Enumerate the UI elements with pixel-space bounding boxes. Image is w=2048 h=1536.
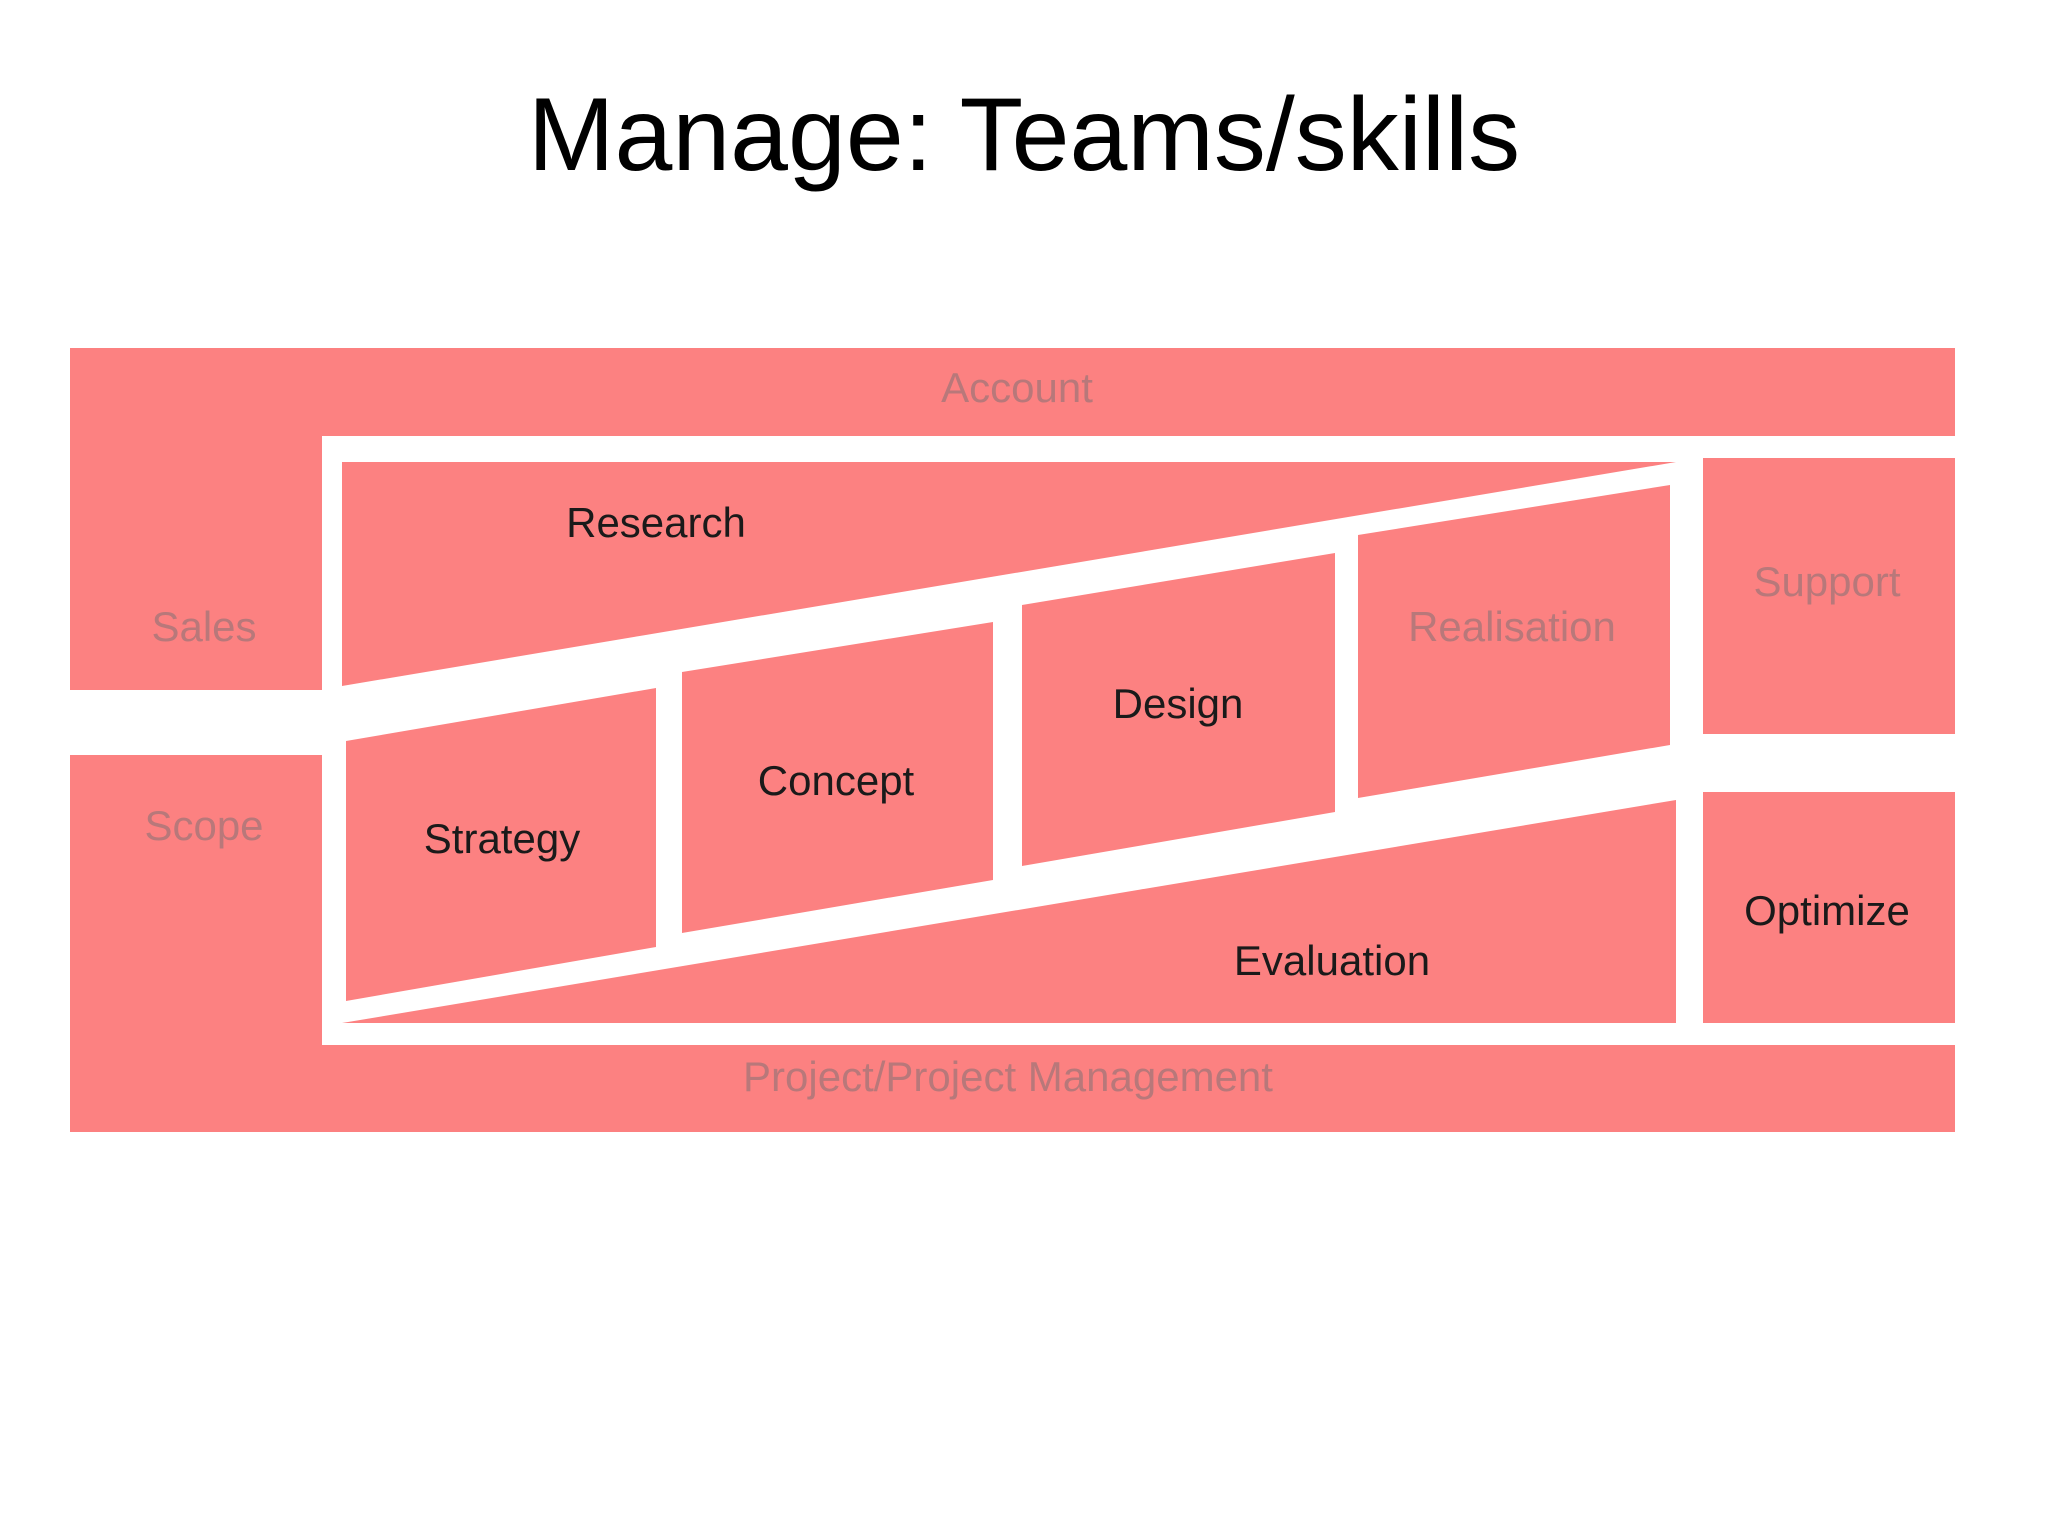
concept-label: Concept bbox=[758, 757, 915, 804]
realisation-label: Realisation bbox=[1408, 603, 1616, 650]
support-block bbox=[1703, 458, 1955, 734]
sales-label: Sales bbox=[151, 603, 256, 650]
design-label: Design bbox=[1113, 680, 1244, 727]
strategy-label: Strategy bbox=[424, 815, 580, 862]
scope-label: Scope bbox=[144, 802, 263, 849]
account-label: Account bbox=[941, 364, 1093, 411]
evaluation-block bbox=[342, 800, 1676, 1023]
design-block bbox=[1022, 553, 1335, 866]
research-block bbox=[342, 462, 1676, 686]
optimize-label: Optimize bbox=[1744, 887, 1910, 934]
sales-block bbox=[70, 436, 322, 690]
strategy-block bbox=[346, 688, 656, 1001]
page-title: Manage: Teams/skills bbox=[527, 77, 1521, 193]
scope-block bbox=[70, 755, 322, 1045]
research-label: Research bbox=[566, 499, 746, 546]
project-management-label: Project/Project Management bbox=[743, 1053, 1273, 1100]
support-label: Support bbox=[1753, 558, 1900, 605]
evaluation-label: Evaluation bbox=[1234, 937, 1430, 984]
concept-block bbox=[682, 622, 993, 933]
realisation-block bbox=[1358, 485, 1670, 798]
project-management-block bbox=[70, 1045, 1955, 1132]
optimize-block bbox=[1703, 792, 1955, 1023]
account-block bbox=[70, 348, 1955, 436]
